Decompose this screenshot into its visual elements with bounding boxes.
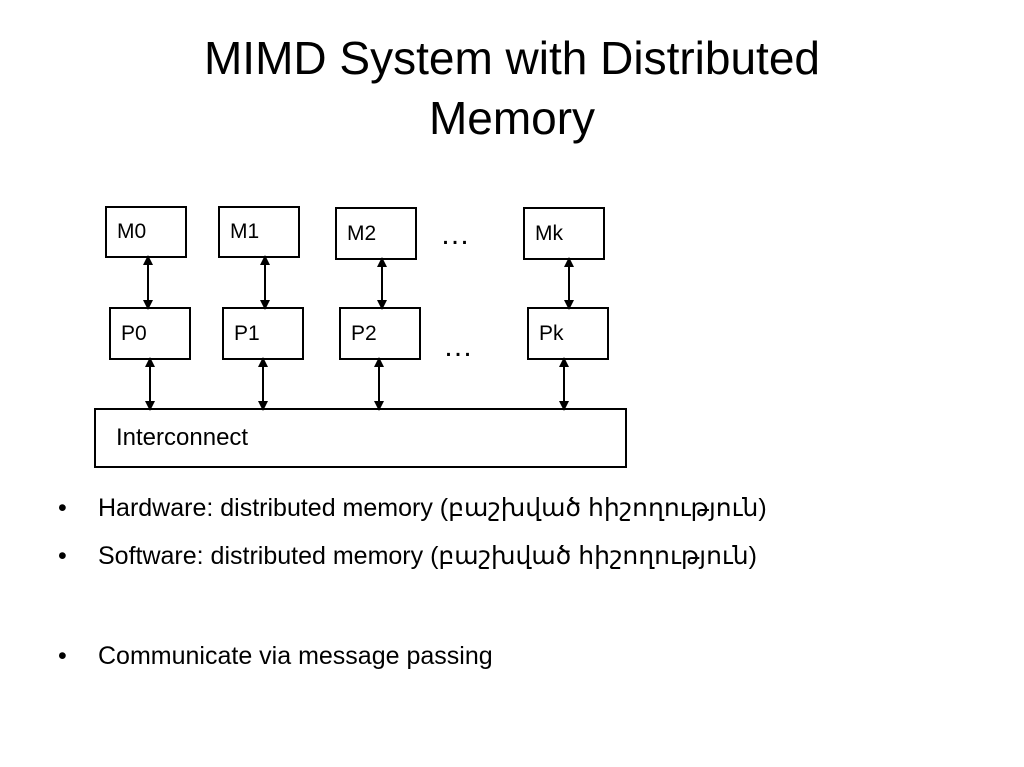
bullet-marker: • [58, 542, 67, 570]
processor-box-p1: P1 [222, 307, 304, 360]
bullet-text: Hardware: distributed memory (բաշխված հի… [98, 494, 767, 522]
slide-title: MIMD System with Distributed Memory [0, 28, 1024, 148]
slide-title-line2: Memory [428, 92, 596, 144]
processor-box-pk: Pk [527, 307, 609, 360]
processor-label: Pk [539, 321, 564, 345]
ellipsis-memory-row: … [440, 218, 472, 251]
bullet-text: Communicate via message passing [98, 642, 493, 670]
ellipsis-processor-row: … [443, 330, 475, 363]
memory-label: M2 [347, 221, 377, 245]
processor-label: P0 [121, 321, 147, 345]
memory-label: Mk [535, 221, 563, 245]
interconnect-box: Interconnect [94, 408, 627, 468]
processor-label: P2 [351, 321, 377, 345]
bullet-text: Software: distributed memory (բաշխված հի… [98, 542, 757, 570]
bullet-marker: • [58, 494, 67, 522]
processor-box-p0: P0 [109, 307, 191, 360]
memory-label: M1 [230, 220, 260, 243]
memory-label: M0 [117, 220, 147, 243]
bullet-list: • Hardware: distributed memory (բաշխված … [58, 484, 998, 680]
bullet-marker: • [58, 642, 67, 670]
memory-box-mk: Mk [523, 207, 605, 260]
bullet-item-hardware: • Hardware: distributed memory (բաշխված … [58, 484, 998, 532]
interconnect-label: Interconnect [116, 424, 249, 451]
bullet-item-communicate: • Communicate via message passing [58, 632, 998, 680]
memory-box-m2: M2 [335, 207, 417, 260]
bullet-item-software: • Software: distributed memory (բաշխված … [58, 532, 998, 580]
slide-title-line1: MIMD System with Distributed [203, 32, 820, 84]
memory-box-m1: M1 [218, 206, 300, 258]
processor-label: P1 [234, 321, 260, 345]
